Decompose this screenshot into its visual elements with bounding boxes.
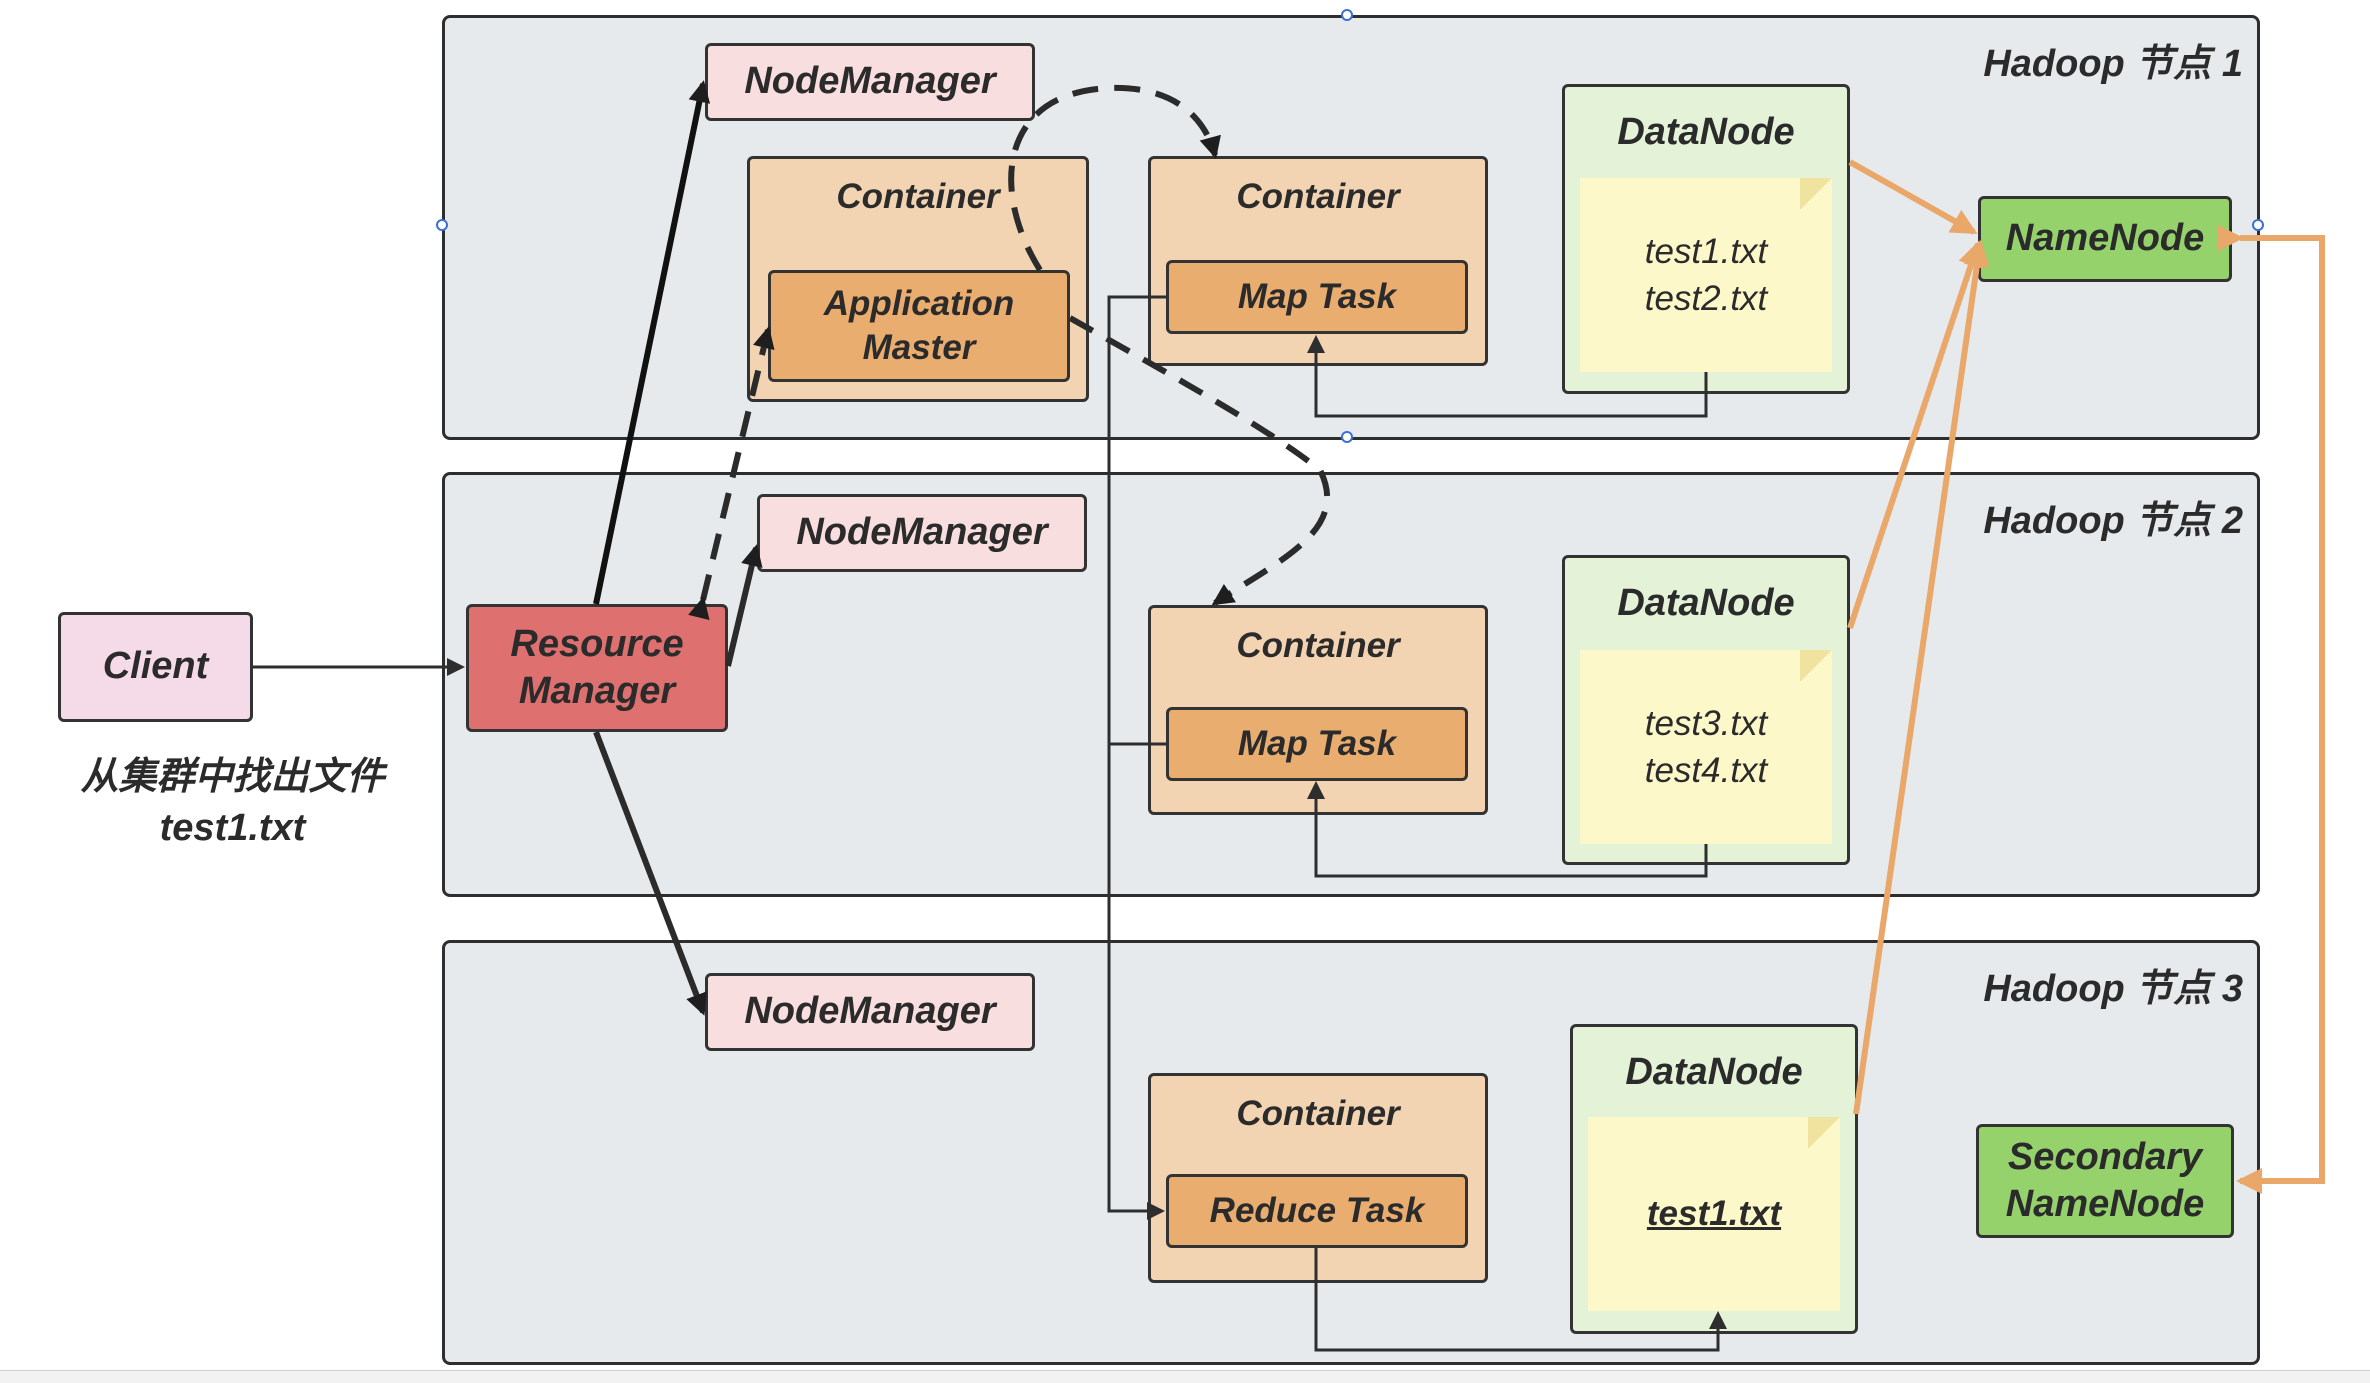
file-note-1-line2: test2.txt	[1644, 279, 1768, 318]
container-map-2-label: Container	[1236, 626, 1400, 665]
map-task-2[interactable]: Map Task	[1166, 707, 1468, 781]
file-note-2-line1: test3.txt	[1644, 703, 1768, 743]
bottom-scroll-strip	[0, 1370, 2370, 1383]
file-note-3: test1.txt	[1588, 1117, 1840, 1311]
resource-manager-label-line2: Manager	[518, 670, 676, 712]
resource-manager-box[interactable]: Resource Manager	[466, 604, 728, 732]
map-task-1[interactable]: Map Task	[1166, 260, 1468, 334]
caption-line1: 从集群中找出文件	[80, 756, 385, 798]
arrow-rm-am-dashed	[688, 326, 775, 621]
resource-manager-label-line1: Resource	[510, 622, 684, 665]
secondary-namenode-label-line1: Secondary	[2007, 1135, 2203, 1178]
arrow-datanode2-to-maptask2	[1307, 781, 1708, 878]
node-manager-3[interactable]: NodeManager	[705, 973, 1035, 1051]
node-manager-1[interactable]: NodeManager	[705, 43, 1035, 121]
arrow-datanode1-to-maptask1	[1307, 335, 1708, 418]
arrow-rm-to-nm3	[593, 730, 707, 1016]
client-label: Client	[102, 645, 209, 688]
file-note-1-line1: test1.txt	[1644, 231, 1768, 271]
application-master-box[interactable]: Application Master	[768, 270, 1070, 382]
node-manager-2-label: NodeManager	[796, 511, 1048, 554]
application-master-label-line2: Master	[862, 328, 976, 367]
arrow-rm-to-nm1	[593, 80, 711, 605]
node-manager-2[interactable]: NodeManager	[757, 494, 1087, 572]
note-fold-icon	[1800, 178, 1832, 210]
secondary-namenode-box[interactable]: Secondary NameNode	[1976, 1124, 2234, 1238]
caption: 从集群中找出文件 test1.txt	[55, 752, 410, 855]
file-note-3-line1: test1.txt	[1646, 1194, 1782, 1234]
map-task-1-label: Map Task	[1237, 277, 1397, 317]
namenode-box[interactable]: NameNode	[1978, 196, 2232, 282]
secondary-namenode-label-line2: NameNode	[2005, 1183, 2205, 1225]
client-box[interactable]: Client	[58, 612, 253, 722]
datanode-3-label: DataNode	[1625, 1051, 1803, 1093]
datanode-2-label: DataNode	[1617, 582, 1795, 624]
hadoop-node-3-title: Hadoop 节点 3	[1983, 968, 2243, 1010]
selection-handle-left[interactable]	[436, 219, 448, 231]
arrow-datanode1-to-namenode	[1848, 159, 1978, 235]
map-task-2-label: Map Task	[1237, 724, 1397, 764]
container-reduce-label: Container	[1236, 1094, 1400, 1133]
arrow-am-to-container-map-2	[1068, 315, 1330, 606]
hadoop-node-1-title: Hadoop 节点 1	[1983, 43, 2243, 85]
namenode-label: NameNode	[2005, 217, 2205, 260]
arrow-rm-to-nm2	[725, 544, 763, 667]
hadoop-node-2-title: Hadoop 节点 2	[1983, 500, 2243, 542]
caption-line2: test1.txt	[159, 807, 306, 850]
reduce-task-label: Reduce Task	[1209, 1191, 1425, 1231]
file-note-2: test3.txt test4.txt	[1580, 650, 1832, 844]
selection-handle-bottom[interactable]	[1341, 431, 1353, 443]
datanode-1-label: DataNode	[1617, 111, 1795, 153]
node-manager-1-label: NodeManager	[744, 60, 996, 103]
reduce-task[interactable]: Reduce Task	[1166, 1174, 1468, 1248]
arrow-maptasks-to-reduce	[1107, 295, 1166, 1220]
arrow-am-to-container-map-1	[1008, 84, 1221, 272]
file-note-1: test1.txt test2.txt	[1580, 178, 1832, 372]
node-manager-3-label: NodeManager	[744, 990, 996, 1033]
selection-handle-top[interactable]	[1341, 9, 1353, 21]
arrow-reduce-to-datanode3	[1314, 1248, 1727, 1352]
arrow-datanode2-to-namenode	[1847, 240, 1984, 629]
note-fold-icon	[1808, 1117, 1840, 1149]
container-app-master-label: Container	[836, 177, 1000, 216]
file-note-2-line2: test4.txt	[1644, 751, 1768, 790]
arrow-namenode-secondary	[2218, 225, 2325, 1194]
note-fold-icon	[1800, 650, 1832, 682]
arrow-datanode3-to-namenode	[1853, 240, 1990, 1115]
container-map-1-label: Container	[1236, 177, 1400, 216]
application-master-label-line1: Application	[823, 284, 1015, 324]
